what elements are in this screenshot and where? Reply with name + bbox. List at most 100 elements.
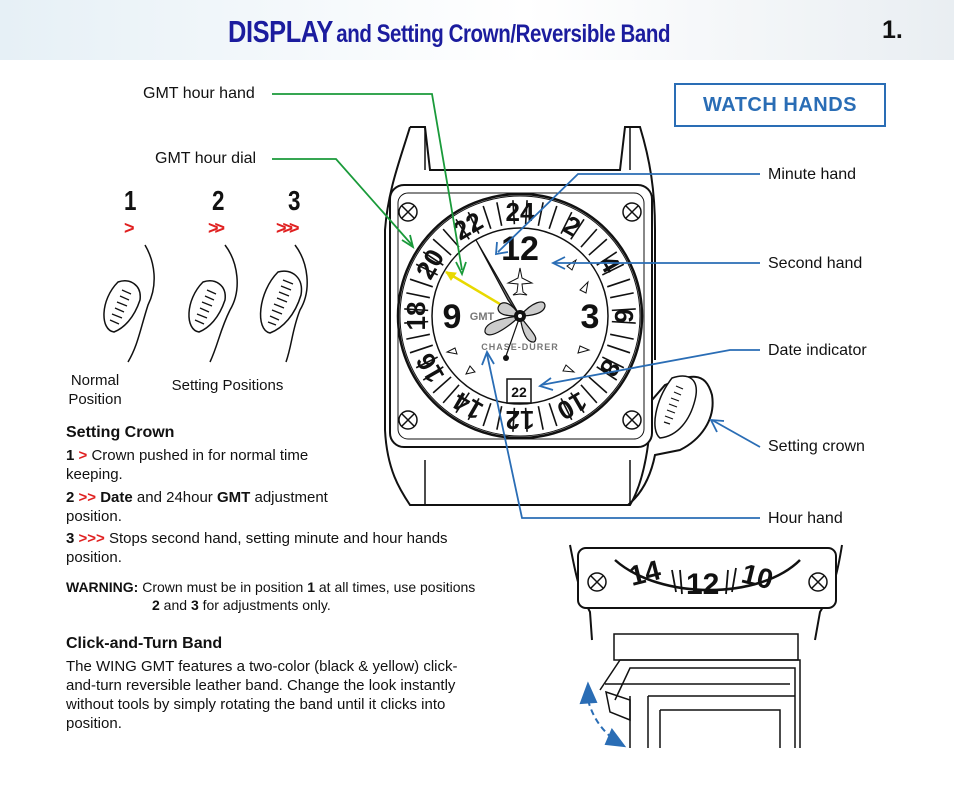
second-hand bbox=[505, 315, 521, 357]
item-3-text: Stops second hand, setting minute and ho… bbox=[66, 530, 448, 566]
item-2-chevron-icon: >> bbox=[78, 489, 97, 506]
gmt-hour-hand-callout bbox=[272, 93, 463, 271]
hour-numeral-12: 12 bbox=[501, 230, 539, 268]
dial-tick bbox=[404, 320, 429, 324]
gmt-numeral-24: 24 bbox=[506, 197, 535, 227]
dial-gmt-text: GMT bbox=[470, 311, 495, 323]
band-illustration bbox=[569, 544, 843, 748]
dial-tick bbox=[601, 263, 625, 276]
gmt-hour-dial-callout bbox=[272, 158, 413, 246]
dial-tick bbox=[524, 200, 528, 225]
warning-text-part-1: Crown must be in position bbox=[138, 579, 308, 595]
dial-tick bbox=[415, 263, 439, 276]
dial-tick bbox=[548, 205, 558, 230]
page-number: 1. bbox=[882, 16, 903, 44]
warning-bold-1: 1 bbox=[307, 579, 315, 595]
minute-hand-callout bbox=[497, 173, 760, 253]
band-description: The WING GMT features a two-color (black… bbox=[66, 658, 458, 732]
dial-ticks bbox=[404, 200, 636, 432]
date-window bbox=[506, 378, 532, 404]
dial-tick bbox=[570, 218, 585, 240]
label-setting-crown: Setting crown bbox=[768, 438, 865, 455]
dial-tick bbox=[409, 344, 434, 354]
position-chevron-3-icon: >>> bbox=[276, 218, 299, 238]
warning-label: WARNING: bbox=[66, 579, 139, 595]
warning-text-part-3: and bbox=[159, 597, 191, 613]
dial-tick bbox=[442, 384, 460, 404]
page-title: DISPLAY and Setting Crown/Reversible Ban… bbox=[228, 14, 671, 50]
position-number-3: 3 bbox=[288, 185, 301, 216]
setting-positions-label: Setting Positions bbox=[171, 377, 284, 394]
dial-tick bbox=[570, 392, 585, 414]
warning-bold-3: 3 bbox=[190, 597, 199, 613]
dial-tick bbox=[422, 366, 444, 381]
dial-tick bbox=[422, 251, 444, 266]
hour-hand bbox=[484, 315, 522, 336]
dial-tick bbox=[512, 200, 516, 225]
dial-tick bbox=[432, 238, 452, 256]
plane-logo-icon bbox=[506, 267, 534, 296]
position-number-1: 1 bbox=[124, 185, 137, 216]
item-2-mid: and 24hour bbox=[132, 489, 217, 506]
dial-tick bbox=[588, 238, 608, 256]
item-2-number: 2 bbox=[66, 489, 75, 506]
dial-tick bbox=[609, 292, 634, 299]
page-title-main: DISPLAY bbox=[228, 14, 333, 49]
item-1-text: Crown pushed in for normal time keeping. bbox=[66, 447, 309, 483]
dial-tick bbox=[496, 202, 503, 227]
dial-tick bbox=[537, 405, 544, 430]
dial-tick bbox=[467, 397, 480, 421]
label-second-hand: Second hand bbox=[768, 255, 863, 272]
dial-tick bbox=[609, 333, 634, 340]
dial-tick bbox=[415, 356, 439, 369]
label-minute-hand: Minute hand bbox=[768, 166, 857, 183]
svg-text:10: 10 bbox=[739, 558, 777, 596]
dial-tick bbox=[606, 278, 631, 288]
dial-tick bbox=[512, 407, 516, 432]
warning-text-part-4: for adjustments only. bbox=[198, 597, 331, 613]
warning-text: WARNING: Crown must be in position 1 at … bbox=[66, 578, 536, 614]
dial-brand-text: CHASE-DURER bbox=[481, 342, 559, 352]
normal-position-label: Normal Position bbox=[68, 372, 122, 408]
dial-tick bbox=[467, 211, 480, 235]
item-3-number: 3 bbox=[66, 530, 75, 547]
item-3-chevron-icon: >>> bbox=[78, 530, 105, 547]
date-indicator-callout bbox=[540, 349, 760, 386]
position-chevron-1-icon: > bbox=[124, 218, 134, 238]
position-chevron-2-icon: >> bbox=[208, 218, 225, 238]
label-date-indicator: Date indicator bbox=[768, 342, 867, 359]
dial-tick bbox=[406, 292, 431, 299]
bottom-dial-numerals: 14 12 10 bbox=[626, 554, 776, 601]
dial-tick bbox=[482, 402, 492, 427]
dial-tick bbox=[442, 228, 460, 248]
dial-tick bbox=[580, 228, 598, 248]
setting-crown-item-3: 3 >>> Stops second hand, setting minute … bbox=[66, 529, 456, 567]
dial-tick bbox=[537, 202, 544, 227]
bezel-screws bbox=[398, 202, 642, 430]
dial-tick bbox=[409, 278, 434, 288]
dial-tick bbox=[406, 333, 431, 340]
dial-tick bbox=[601, 356, 625, 369]
dial-tick bbox=[496, 405, 503, 430]
dial-tick bbox=[432, 376, 452, 394]
warning-bold-2: 2 bbox=[152, 597, 160, 613]
item-2-bold-gmt: GMT bbox=[216, 489, 251, 506]
dial-tick bbox=[548, 402, 558, 427]
warning-text-part-2: at all times, use positions bbox=[314, 579, 476, 595]
dial-tick bbox=[524, 407, 528, 432]
item-2-end: adjustment position. bbox=[66, 489, 328, 525]
label-gmt-hour-hand: GMT hour hand bbox=[143, 85, 255, 102]
band-heading: Click-and-Turn Band bbox=[66, 635, 223, 652]
dial-tick bbox=[560, 211, 573, 235]
setting-crown-item-2: 2 >> Date and 24hour GMT adjustment posi… bbox=[66, 488, 366, 526]
hour-numeral-9: 9 bbox=[443, 298, 462, 336]
setting-crown-item-1: 1 > Crown pushed in for normal time keep… bbox=[66, 446, 356, 484]
item-1-chevron-icon: > bbox=[78, 447, 88, 464]
item-2-bold-date: Date bbox=[100, 489, 133, 506]
gmt-numeral-18: 18 bbox=[401, 302, 431, 331]
dial-tick bbox=[455, 392, 470, 414]
svg-text:12: 12 bbox=[686, 568, 719, 601]
dial-tick bbox=[611, 320, 636, 324]
position-number-2: 2 bbox=[212, 185, 225, 216]
